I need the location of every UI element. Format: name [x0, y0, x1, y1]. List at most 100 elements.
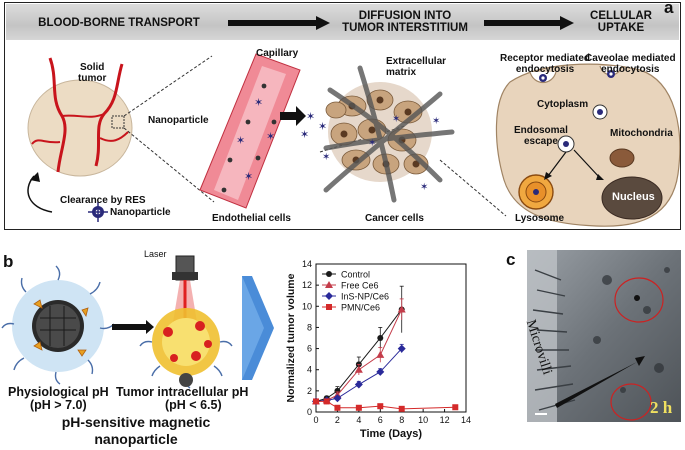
x-tick-label: 2 [335, 415, 340, 425]
svg-text:✶: ✶ [420, 182, 428, 193]
cancer-cell-cluster: ✶ ✶ ✶ ✶ ✶ [322, 65, 455, 203]
label-time-2h: 2 h [650, 398, 673, 417]
x-axis-label: Time (Days) [360, 428, 422, 440]
legend-marker-free-ce6 [325, 281, 333, 288]
label-nanoparticle-tumor: Nanoparticle [110, 207, 171, 218]
label-endothelial-cells: Endothelial cells [212, 213, 291, 224]
label-nanoparticle-vessel: Nanoparticle [148, 115, 209, 126]
svg-text:✶: ✶ [322, 152, 330, 163]
legend-marker-pmn-ce6 [326, 304, 332, 310]
stage-blood-borne-transport: BLOOD-BORNE TRANSPORT [38, 17, 200, 29]
stage-arrow-1 [228, 16, 330, 30]
svg-text:✶: ✶ [254, 97, 263, 109]
label-mitochondria: Mitochondria [610, 128, 673, 139]
label-cancer-cells: Cancer cells [365, 213, 424, 224]
label-receptor-endocytosis: Receptor mediated endocytosis [500, 53, 591, 75]
label-endosomal-escape: Endosomal escape [514, 125, 568, 147]
solid-tumor-illustration [27, 57, 133, 222]
nucleus-shape [601, 176, 663, 220]
svg-text:✶: ✶ [306, 111, 315, 123]
label-nucleus: Nucleus [612, 191, 655, 203]
svg-text:✶: ✶ [244, 171, 253, 183]
data-point-free-ce6 [397, 305, 406, 313]
y-axis-label: Normalized tumor volume [285, 273, 297, 402]
y-tick-label: 14 [302, 259, 312, 269]
ph-arrow [112, 320, 154, 334]
label-physiological-ph: Physiological pH [8, 385, 109, 399]
label-clearance-res: Clearance by RES [60, 195, 146, 206]
y-tick-label: 2 [307, 386, 312, 396]
panel-a: a BLOOD-BORNE TRANSPORT DIFFUSION INTO T… [4, 0, 681, 230]
cellular-uptake-illustration [495, 63, 681, 227]
chevron-right-icon [242, 276, 274, 380]
legend-marker-ins-np-ce6 [325, 292, 333, 300]
svg-text:✶: ✶ [266, 131, 275, 143]
svg-text:✶: ✶ [432, 116, 440, 127]
plot-frame [315, 263, 467, 413]
label-capillary: Capillary [256, 48, 299, 59]
legend-marker-control [326, 271, 332, 277]
data-point-pmn-ce6 [355, 404, 362, 411]
stage-arrows [228, 16, 574, 30]
data-point-ins-np-ce6 [333, 394, 342, 403]
nanoparticle-uptake-circle-bottom [610, 383, 652, 421]
panel-b-label: b [3, 252, 14, 271]
stage-cellular-uptake: CELLULAR UPTAKE [590, 10, 652, 34]
data-point-pmn-ce6 [313, 398, 319, 405]
data-point-pmn-ce6 [377, 403, 384, 410]
panel-c-label: c [506, 250, 516, 269]
tumor-nanoparticle [139, 255, 233, 389]
nanoparticle-uptake-circle-top [614, 277, 664, 323]
legend-label-control: Control [341, 270, 370, 280]
data-point-pmn-ce6 [452, 404, 459, 411]
data-point-pmn-ce6 [323, 398, 330, 405]
physiological-nanoparticle [1, 265, 115, 385]
x-tick-label: 6 [378, 415, 383, 425]
panel-b-caption: pH-sensitive magnetic nanoparticle [61, 414, 211, 447]
x-tick-label: 0 [313, 415, 318, 425]
label-physiological-ph-value: (pH > 7.0) [30, 398, 87, 412]
capillary-illustration: ✶✶✶ ✶✶✶✶ [199, 53, 327, 209]
svg-text:✶: ✶ [318, 121, 327, 133]
x-tick-label: 14 [461, 415, 471, 425]
x-tick-label: 10 [418, 415, 428, 425]
label-lysosome: Lysosome [515, 213, 565, 224]
data-point-pmn-ce6 [398, 405, 405, 412]
data-point-ins-np-ce6 [354, 380, 363, 389]
label-tumor-ph: Tumor intracellular pH [116, 385, 249, 399]
label-caveolae-endocytosis: Caveolae mediated endocytosis [585, 53, 676, 75]
label-extracellular-matrix: Extracellular matrix [386, 56, 447, 78]
x-tick-label: 4 [356, 415, 361, 425]
svg-text:✶: ✶ [368, 138, 376, 149]
svg-text:✶: ✶ [236, 135, 245, 147]
panel-a-illustration: ✶✶✶ ✶✶✶✶ [27, 53, 681, 227]
data-point-ins-np-ce6 [376, 367, 385, 376]
data-point-control [334, 387, 341, 394]
label-cytoplasm: Cytoplasm [537, 99, 589, 110]
x-tick-label: 8 [399, 415, 404, 425]
stage-diffusion-interstitium: DIFFUSION INTO TUMOR INTERSTITIUM [342, 10, 468, 34]
tem-micrograph [527, 250, 681, 422]
svg-text:✶: ✶ [300, 129, 309, 141]
label-solid-tumor: Solid tumor [78, 62, 107, 84]
y-tick-label: 6 [307, 344, 312, 354]
data-point-control [377, 335, 384, 341]
y-tick-label: 12 [302, 280, 312, 290]
data-point-pmn-ce6 [334, 404, 341, 411]
stage-arrow-2 [484, 16, 574, 30]
legend-label-ins-np-ce6: InS-NP/Ce6 [341, 292, 389, 302]
y-tick-label: 4 [307, 365, 312, 375]
legend-label-pmn-ce6: PMN/Ce6 [341, 303, 380, 313]
data-point-free-ce6 [376, 350, 385, 358]
x-tick-label: 12 [440, 415, 450, 425]
panel-a-label: a [664, 0, 674, 17]
panel-b-nanoparticle-illustration [1, 255, 233, 389]
label-tumor-ph-value: (pH < 6.5) [165, 398, 222, 412]
data-point-free-ce6 [354, 365, 363, 373]
svg-text:✶: ✶ [392, 114, 400, 125]
panel-a-border [4, 2, 681, 230]
y-tick-label: 8 [307, 322, 312, 332]
legend-label-free-ce6: Free Ce6 [341, 281, 379, 291]
y-tick-label: 10 [302, 301, 312, 311]
